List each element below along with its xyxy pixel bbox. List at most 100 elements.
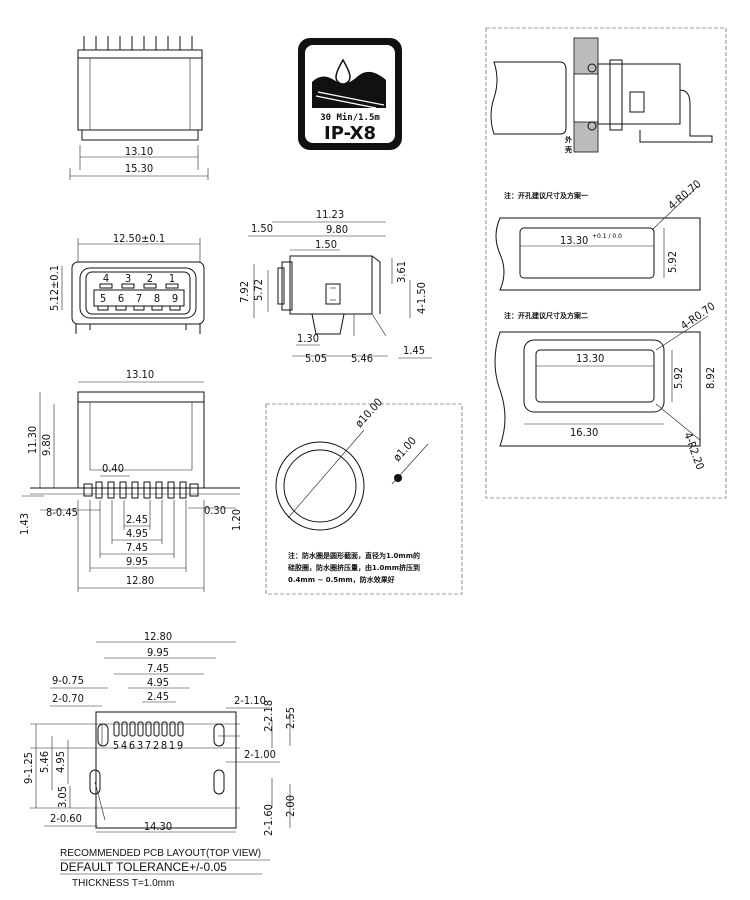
- option1-title: 注：开孔建议尺寸及方案一: [504, 191, 588, 200]
- pcb-dim-12-80: 12.80: [144, 630, 172, 643]
- o-ring-note-3: 0.4mm ~ 0.5mm，防水效果好: [288, 575, 395, 584]
- pcb-layout: 12.80 9.95 7.45 4.95 2.45 9-0.75 2-0.70 …: [22, 630, 297, 836]
- pcb-dim-2-0-70: 2-0.70: [52, 692, 84, 705]
- o-ring-note-2: 硅胶圈，防水圈挤压量，由1.0mm挤压到: [288, 563, 420, 572]
- pcb-dim-4-95: 4.95: [54, 751, 67, 773]
- pcb-dim-4-95: 4.95: [147, 676, 169, 689]
- side-dim-3-61: 3.61: [395, 261, 408, 283]
- pin-label-3: 3: [125, 272, 131, 285]
- pcb-slot-right-top: [213, 723, 225, 747]
- side-dim-11-23: 11.23: [316, 208, 344, 221]
- pcb-dim-5-46: 5.46: [38, 751, 51, 773]
- bottom-dim-1-43: 1.43: [18, 513, 31, 535]
- pin-label-1: 1: [169, 272, 175, 285]
- pin-label-6: 6: [118, 292, 124, 305]
- o-ring-dia-1: ø1.00: [391, 434, 419, 464]
- o-ring-inner: [283, 449, 357, 523]
- pcb-dim-2-45: 2.45: [147, 690, 169, 703]
- pcb-dim-2-2-18: 2-2.18: [262, 700, 275, 732]
- pin-label-8: 8: [154, 292, 160, 305]
- side-dim-1-50-a: 1.50: [251, 222, 273, 235]
- side-dim-5-46: 5.46: [351, 352, 373, 365]
- bottom-dim-12-80: 12.80: [126, 574, 154, 587]
- pcb-pin-8: 8: [161, 739, 167, 752]
- bottom-dim-0-30: 0.30: [204, 504, 226, 517]
- pcb-dim-2-1-00: 2-1.00: [244, 748, 276, 761]
- bottom-view: 13.10 11.30 9.80 0.40 8-0.45 0.30 1.43 1…: [18, 368, 243, 592]
- opt2-dim-5-92: 5.92: [672, 367, 685, 389]
- bottom-dim-4-95: 4.95: [126, 527, 148, 540]
- option1-cutout: [519, 227, 655, 279]
- pcb-dim-9-1-25: 9-1.25: [22, 752, 35, 784]
- bottom-dim-13-10: 13.10: [126, 368, 154, 381]
- o-ring-note-1: 注：防水圈是圆形截面，直径为1.0mm的: [288, 551, 420, 560]
- option2-title: 注：开孔建议尺寸及方案二: [504, 311, 588, 320]
- o-ring-dia-10: ø10.00: [353, 396, 386, 430]
- footer-thickness: THICKNESS T=1.0mm: [72, 878, 174, 889]
- o-ring-view: ø10.00 ø1.00 注：防水圈是圆形截面，直径为1.0mm的 硅胶圈，防水…: [265, 396, 463, 595]
- face-dim-height: 5.12±0.1: [48, 265, 61, 311]
- pcb-dim-3-05: 3.05: [56, 786, 69, 808]
- front-view: 13.10 15.30: [69, 36, 209, 180]
- bottom-dim-0-40: 0.40: [102, 462, 124, 475]
- pcb-dim-2-55: 2.55: [284, 707, 297, 729]
- bottom-dim-9-80: 9.80: [40, 434, 53, 456]
- pin-label-2: 2: [147, 272, 153, 285]
- footer-notes: RECOMMENDED PCB LAYOUT(TOP VIEW) DEFAULT…: [60, 848, 270, 889]
- opt1-radius: 4-R0.70: [666, 177, 704, 212]
- pcb-pin-9: 9: [177, 739, 183, 752]
- opt2-radius-large: 4-R2.20: [681, 431, 706, 472]
- side-dim-7-92: 7.92: [238, 281, 251, 303]
- pcb-pin-5: 5: [113, 739, 119, 752]
- front-dim-13-10: 13.10: [125, 145, 153, 158]
- side-dim-5-72: 5.72: [252, 279, 265, 301]
- pcb-dim-2-0-60: 2-0.60: [50, 812, 82, 825]
- footer-tolerance: DEFAULT TOLERANCE+/-0.05: [60, 860, 227, 874]
- opt2-radius-small: 4-R0.70: [678, 300, 717, 333]
- pcb-dim-2-1-10: 2-1.10: [234, 694, 266, 707]
- pcb-dim-9-0-75: 9-0.75: [52, 674, 84, 687]
- face-dim-width: 12.50±0.1: [113, 232, 165, 245]
- pcb-dim-2-00: 2.00: [284, 795, 297, 817]
- side-dim-1-50-b: 1.50: [315, 238, 337, 251]
- side-dim-4-1-50: 4-1.50: [415, 282, 428, 314]
- ipx8-badge: 30 Min/1.5m IP-X8: [298, 38, 402, 150]
- bottom-dim-1-20: 1.20: [230, 509, 243, 531]
- side-dim-9-80: 9.80: [326, 223, 348, 236]
- pin-label-7: 7: [136, 292, 142, 305]
- pcb-pin-2: 2: [153, 739, 159, 752]
- bottom-dim-9-95: 9.95: [126, 555, 148, 568]
- opt1-tol: +0.1 / 0.0: [592, 233, 622, 240]
- water-drop-icon: [335, 58, 351, 85]
- pcb-pin-3: 3: [137, 739, 143, 752]
- pcb-dim-2-1-60: 2-1.60: [262, 804, 275, 836]
- pcb-dim-9-95: 9.95: [147, 646, 169, 659]
- pin-label-4: 4: [103, 272, 109, 285]
- pin-label-5: 5: [100, 292, 106, 305]
- front-dim-15-30: 15.30: [125, 162, 153, 175]
- pcb-pin-4: 4: [121, 739, 127, 752]
- bottom-dim-7-45: 7.45: [126, 541, 148, 554]
- side-view: 11.23 9.80 1.50 1.50 7.92 5.72 3.61 4-1.…: [238, 208, 432, 365]
- opt1-dim-13-30: 13.30: [560, 234, 588, 247]
- pcb-slot-left-top: [97, 723, 109, 747]
- pcb-pin-7: 7: [145, 739, 151, 752]
- pcb-dim-14-30: 14.30: [144, 820, 172, 833]
- bottom-dim-8-0-45: 8-0.45: [46, 506, 78, 519]
- pcb-pin-6: 6: [129, 739, 135, 752]
- o-ring-outer: [275, 441, 365, 531]
- pcb-pin-1: 1: [169, 739, 175, 752]
- pcb-pin-pads: [113, 721, 184, 737]
- bottom-dim-11-30: 11.30: [26, 426, 39, 454]
- pcb-slot-left-bottom: [89, 769, 101, 795]
- opt2-dim-13-30: 13.30: [576, 352, 604, 365]
- bottom-dim-2-45: 2.45: [126, 513, 148, 526]
- footer-recommended: RECOMMENDED PCB LAYOUT(TOP VIEW): [60, 848, 261, 859]
- pcb-dim-7-45: 7.45: [147, 662, 169, 675]
- option2-counterbore: [523, 339, 665, 413]
- side-dim-1-30: 1.30: [297, 332, 319, 345]
- opt1-dim-5-92: 5.92: [666, 251, 679, 273]
- pin-label-9: 9: [172, 292, 178, 305]
- side-dim-5-05: 5.05: [305, 352, 327, 365]
